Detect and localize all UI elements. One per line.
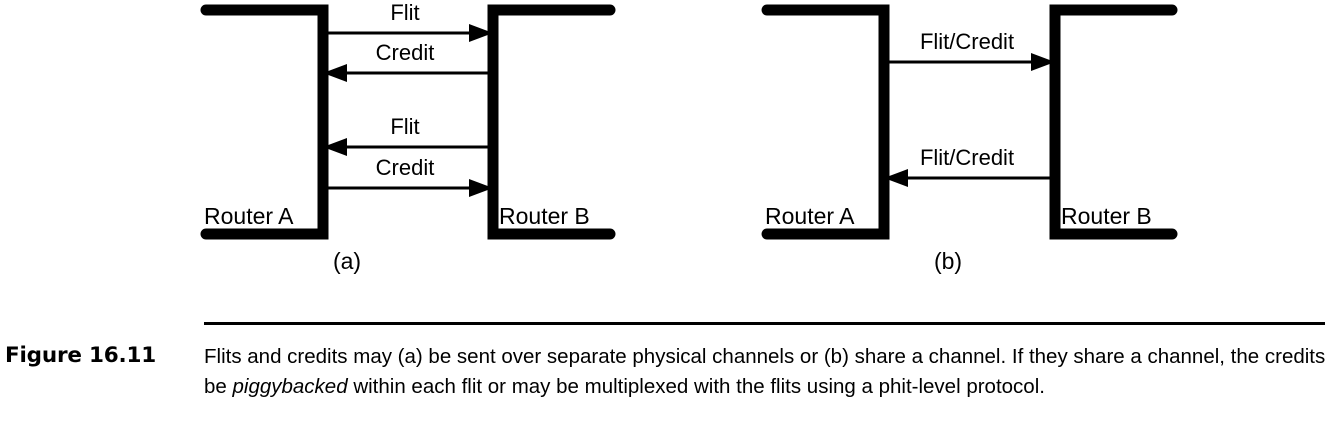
figure-caption-block: Figure 16.11 Flits and credits may (a) b…	[0, 318, 1327, 442]
arrowhead-right-icon	[469, 179, 493, 197]
arrowhead-right-icon	[1031, 53, 1055, 71]
flit-credit-channel-diagram: Router A Router B Flit Credit	[200, 0, 1178, 240]
panel-a: Router A Router B Flit Credit	[200, 0, 616, 240]
panel-a-channel-4-label: Credit	[376, 155, 435, 180]
caption-part-2: within each flit or may be multiplexed w…	[347, 375, 1045, 398]
panel-b-router-b-label: Router B	[1061, 203, 1152, 229]
panel-a-router-b-label: Router B	[499, 203, 590, 229]
figure-caption-text: Flits and credits may (a) be sent over s…	[204, 342, 1327, 402]
panel-a-channel-4: Credit	[323, 155, 493, 197]
arrowhead-right-icon	[469, 24, 493, 42]
panel-a-channel-1-label: Flit	[390, 0, 419, 25]
panel-b-router-a-label: Router A	[765, 203, 855, 229]
panel-a-channel-2: Credit	[323, 40, 493, 82]
panel-a-channel-1: Flit	[323, 0, 493, 42]
panel-a-channel-3-label: Flit	[390, 114, 419, 139]
panel-a-sub-label: (a)	[332, 248, 362, 274]
panel-b: Router A Router B Flit/Credit Flit/Credi…	[761, 4, 1178, 240]
panel-b-channel-1: Flit/Credit	[884, 29, 1055, 71]
panel-a-channel-2-label: Credit	[376, 40, 435, 65]
panel-a-router-b-bracket	[487, 4, 616, 240]
caption-divider-rule	[204, 322, 1325, 325]
arrowhead-left-icon	[323, 64, 347, 82]
caption-part-1: Flits and credits may (a) be sent over s…	[204, 345, 1326, 398]
panel-a-router-a-label: Router A	[204, 203, 294, 229]
panel-b-sub-label: (b)	[933, 248, 963, 274]
arrowhead-left-icon	[323, 138, 347, 156]
panel-b-router-a-bracket	[761, 4, 890, 240]
panel-b-channel-2: Flit/Credit	[884, 145, 1055, 187]
panel-b-channel-2-label: Flit/Credit	[920, 145, 1014, 170]
caption-emphasis: piggybacked	[232, 375, 348, 398]
panel-a-router-a-bracket	[200, 4, 329, 240]
arrowhead-left-icon	[884, 169, 908, 187]
panel-b-router-b-bracket	[1049, 4, 1178, 240]
figure-number-label: Figure 16.11	[5, 343, 157, 368]
panel-b-channel-1-label: Flit/Credit	[920, 29, 1014, 54]
panel-a-channel-3: Flit	[323, 114, 493, 156]
